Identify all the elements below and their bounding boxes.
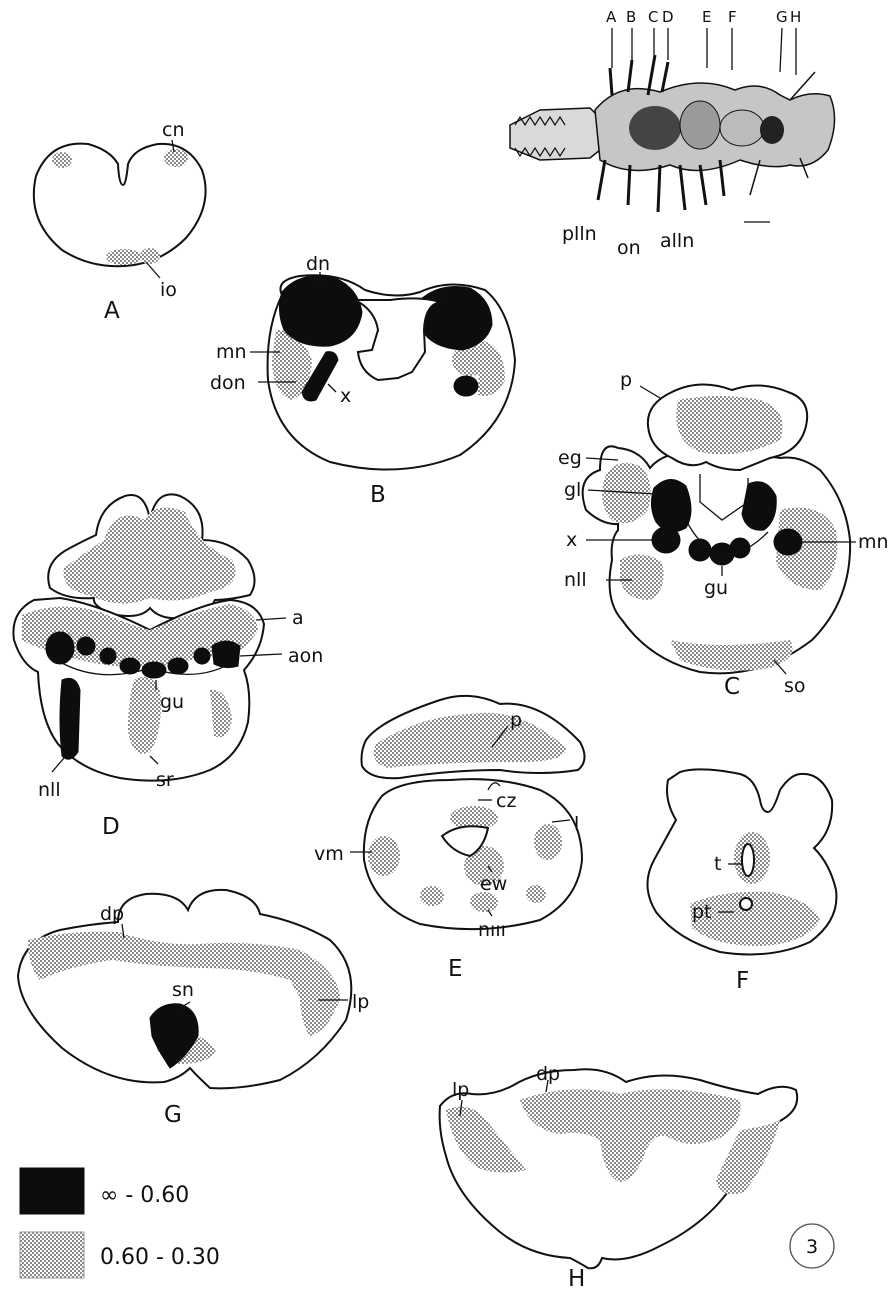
panel-b-label-don: don (210, 372, 246, 394)
panel-e-label-vm: vm (314, 843, 344, 865)
legend-swatch-solid (20, 1168, 84, 1214)
legend-label-solid: ∞ - 0.60 (100, 1183, 189, 1208)
panel-g: dp lp sn G (18, 890, 369, 1128)
panel-a-caption: A (104, 298, 120, 324)
overview-letter-b: B (626, 8, 636, 26)
panel-c-label-gl: gl (564, 479, 581, 501)
overview-label-plln: plln (562, 223, 597, 245)
panel-c-label-gu: gu (704, 577, 728, 599)
panel-e-label-niii: nııı (478, 919, 506, 941)
panel-f-label-t: t (714, 853, 721, 875)
figure-number-badge: 3 (790, 1224, 834, 1268)
panel-h-label-dp: dp (536, 1063, 560, 1085)
panel-a-label-io: io (160, 279, 177, 301)
panel-c-label-x: x (566, 529, 577, 551)
figure-number: 3 (806, 1236, 818, 1258)
panel-c-caption: C (724, 674, 740, 700)
panel-e-label-l: l (574, 813, 579, 835)
overview-label-on: on (617, 237, 641, 259)
panel-d-caption: D (102, 814, 120, 840)
panel-c-label-eg: eg (558, 447, 582, 469)
panel-e: p cz l vm ew nııı E (314, 696, 585, 982)
panel-a-label-cn: cn (162, 119, 185, 141)
panel-g-label-sn: sn (172, 979, 194, 1001)
panel-d-label-nll: nll (38, 779, 61, 801)
overview-letter-e: E (702, 8, 711, 26)
panel-b-caption: B (370, 482, 386, 508)
panel-b-label-dn: dn (306, 253, 330, 275)
legend-swatch-stipple (20, 1232, 84, 1278)
panel-c-label-nll: nll (564, 569, 587, 591)
panel-f: t pt F (647, 769, 836, 994)
panel-h-caption: H (568, 1266, 585, 1290)
panel-e-caption: E (448, 956, 463, 982)
overview-letter-g: G (776, 8, 788, 26)
panel-c-label-so: so (784, 675, 806, 697)
panel-g-caption: G (164, 1102, 182, 1128)
panel-h: dp lp H (440, 1063, 798, 1290)
panel-b-label-x: x (340, 385, 351, 407)
panel-a: cn io A (34, 119, 206, 324)
legend-label-stipple: 0.60 - 0.30 (100, 1245, 220, 1270)
overview-label-alln: alln (660, 230, 694, 252)
panel-d-label-gu: gu (160, 691, 184, 713)
legend: ∞ - 0.60 0.60 - 0.30 (20, 1168, 220, 1278)
panel-g-label-lp: lp (352, 991, 369, 1013)
panel-f-caption: F (736, 968, 749, 994)
overview-letter-c: C (648, 8, 658, 26)
panel-c-label-mn: mn (858, 531, 889, 553)
panel-c-label-p: p (620, 369, 632, 391)
panel-d-label-aon: aon (288, 645, 323, 667)
panel-d: a aon gu nll sr D (13, 494, 323, 840)
panel-h-label-lp: lp (452, 1079, 469, 1101)
overview-letter-a: A (606, 8, 617, 26)
overview-letter-d: D (662, 8, 674, 26)
panel-c: p eg gl x mn nll gu so C (558, 369, 889, 700)
panel-f-label-pt: pt (692, 901, 712, 923)
panel-b: dn mn don x B (210, 253, 515, 508)
panel-b-label-mn: mn (216, 341, 247, 363)
panel-e-label-ew: ew (480, 873, 507, 895)
panel-g-label-dp: dp (100, 903, 124, 925)
panel-e-label-p: p (510, 709, 522, 731)
panel-d-label-a: a (292, 607, 304, 629)
overview-letter-h: H (790, 8, 801, 26)
section-letters: A B C D E F G H (606, 8, 801, 26)
panel-e-label-cz: cz (496, 790, 516, 812)
overview-letter-f: F (728, 8, 737, 26)
brain-overview: A B C D E F G H plln on alln (510, 8, 835, 259)
panel-d-label-sr: sr (156, 769, 174, 791)
